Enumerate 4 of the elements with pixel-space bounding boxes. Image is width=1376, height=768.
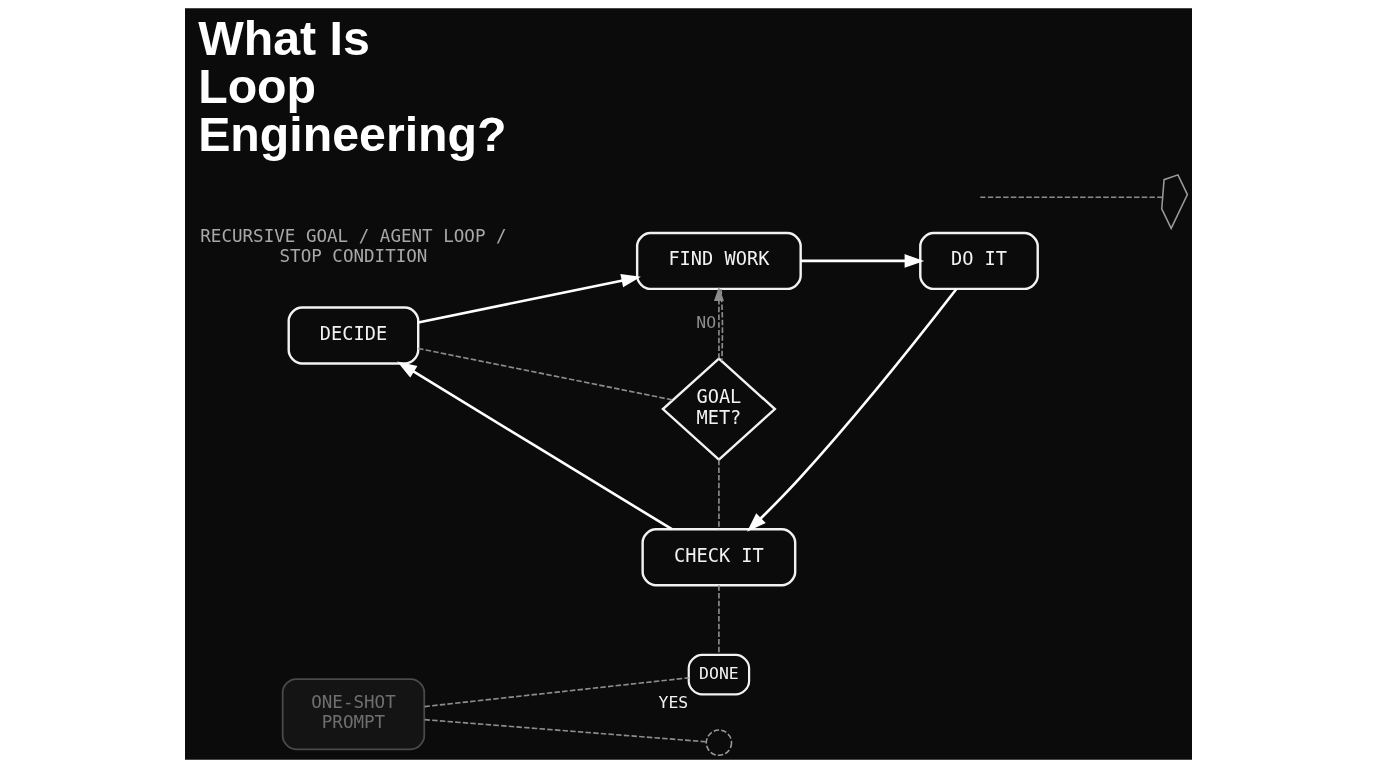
label: RECURSIVE GOAL / AGENT LOOP / STOP CONDITION [199,226,507,266]
diagram-title: What Is Loop Engineering? [197,10,507,162]
edge-label: NO [695,312,716,332]
node-label: YES [658,692,688,712]
